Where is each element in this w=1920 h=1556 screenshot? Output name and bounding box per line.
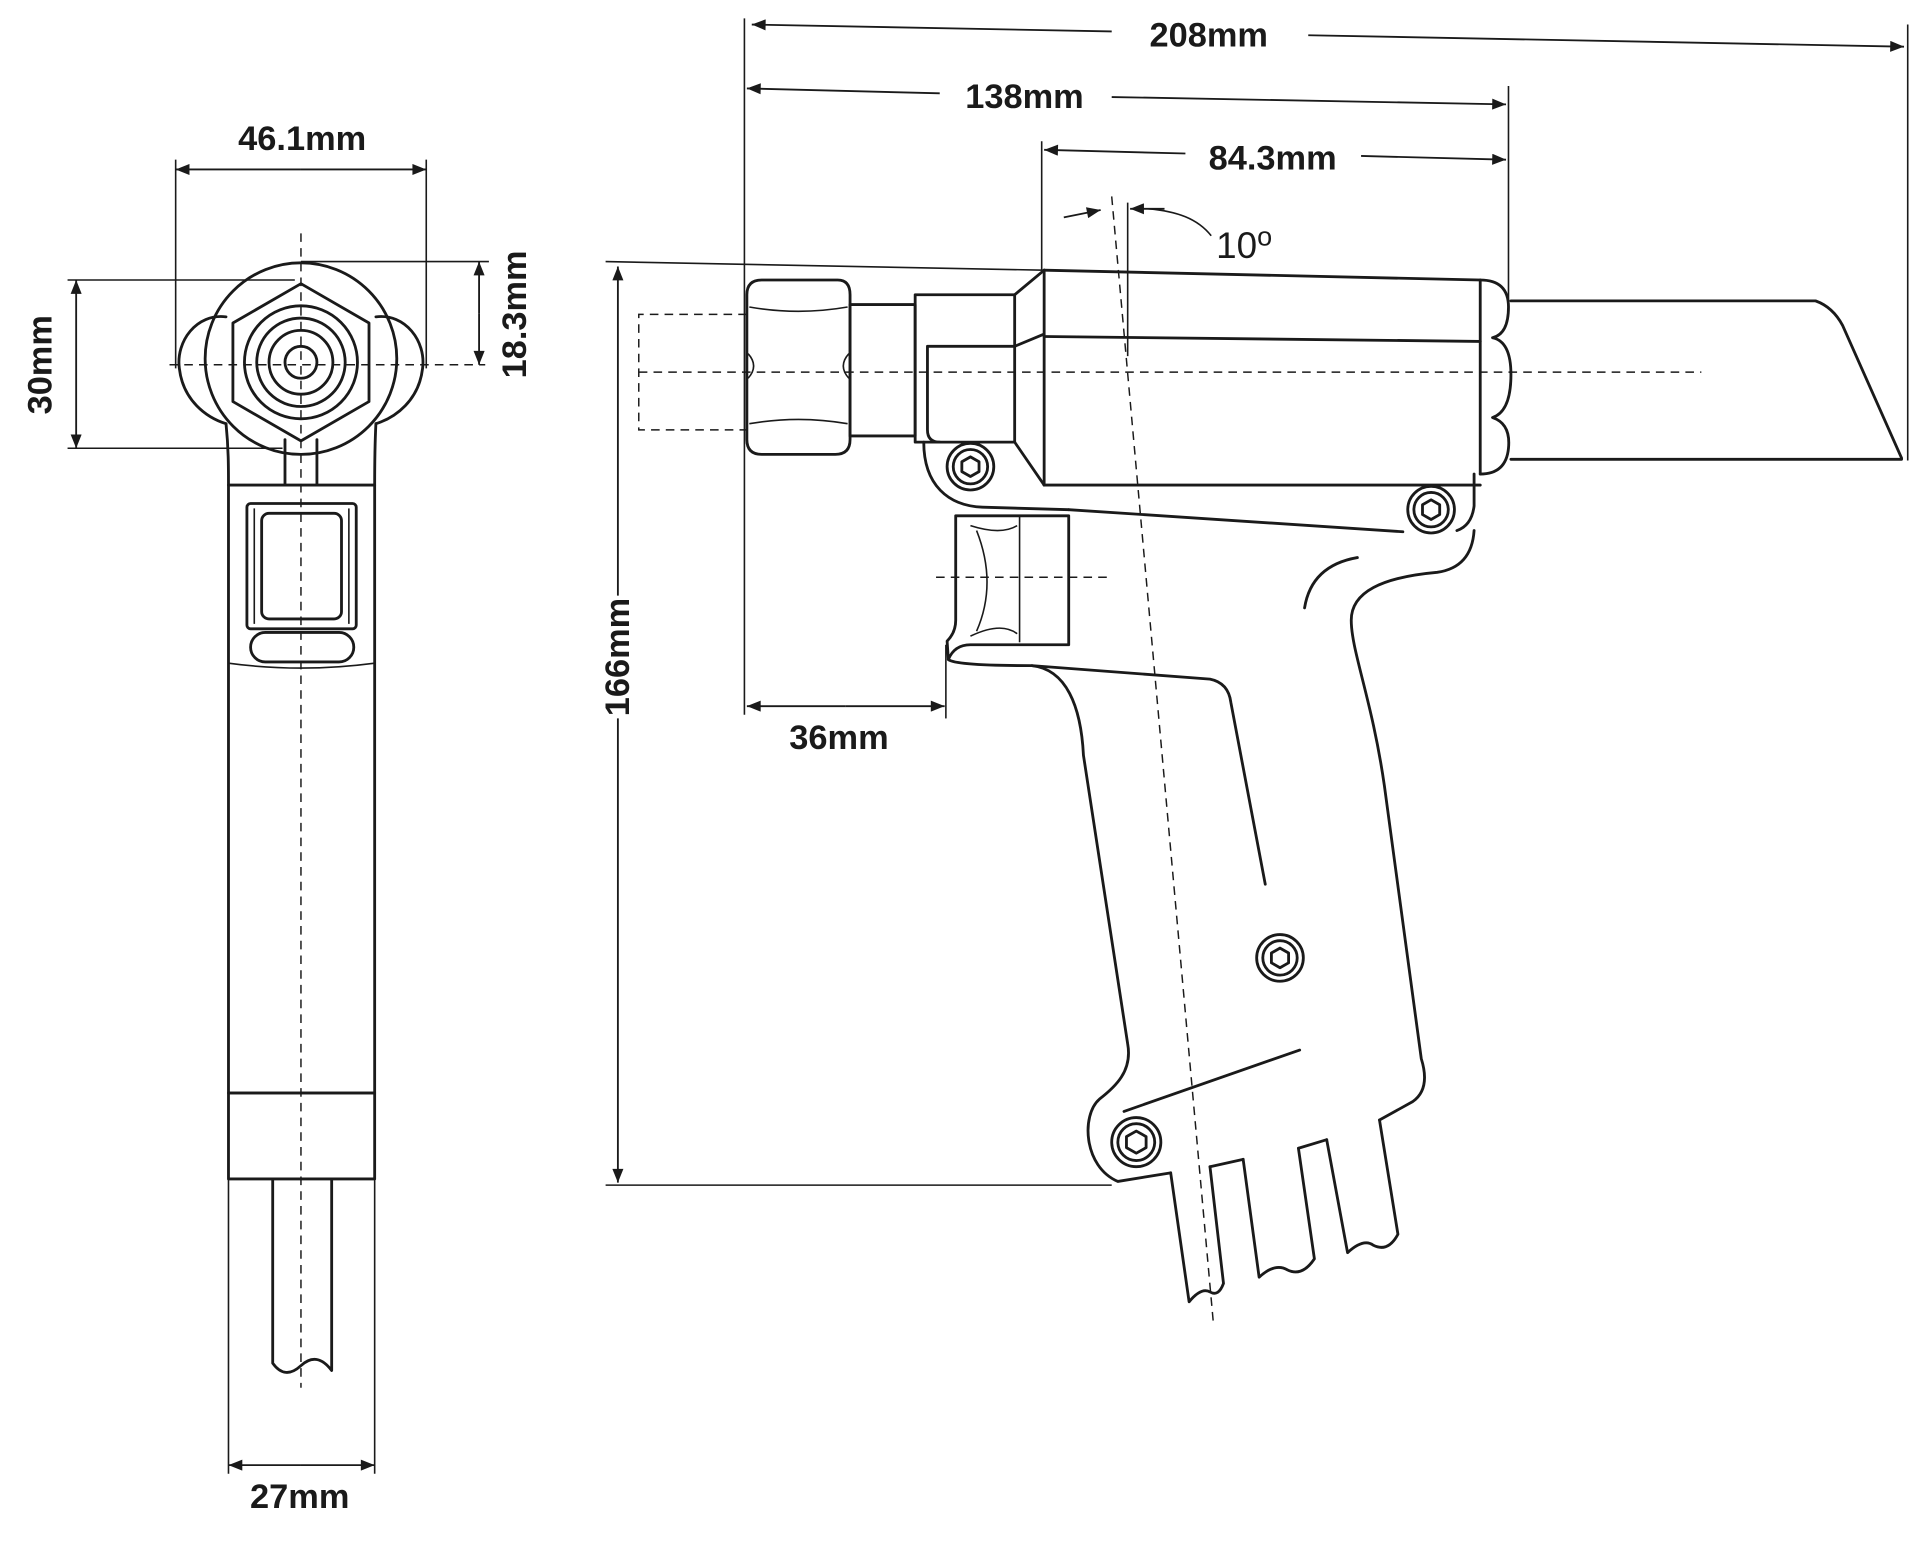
hex-socket-icon xyxy=(1125,1129,1148,1155)
label-overall-length: 208mm xyxy=(1150,17,1268,55)
label-front-to-cap: 138mm xyxy=(965,78,1083,116)
head-hex-nut xyxy=(231,282,371,443)
screw-head-outer xyxy=(1406,484,1456,535)
front-view: 46.1mm 30mm 18.3mm 27mm xyxy=(22,120,534,1516)
hex-socket-icon xyxy=(1421,498,1442,521)
trigger xyxy=(945,514,1071,661)
front-nut-face-left xyxy=(747,353,755,379)
dim-84-left-arrow xyxy=(1044,144,1186,156)
cylinder-bottom-chamfer xyxy=(1013,440,1046,487)
handle-back-inner-curve xyxy=(1303,556,1359,610)
handle-base-line xyxy=(1122,1048,1302,1113)
back-cap xyxy=(1478,278,1513,476)
handle-front-inner-line xyxy=(1030,664,1267,886)
dim-angle-left-arrow xyxy=(1063,207,1101,219)
trigger-inner-top xyxy=(970,524,1018,532)
screw-head-inner xyxy=(951,448,990,486)
nosepiece-outline xyxy=(638,313,747,431)
lower-housing-back xyxy=(1455,472,1476,532)
trigger-inner-bottom xyxy=(970,627,1018,637)
front-trigger-window-inner xyxy=(260,511,343,621)
trigger-inner-curve xyxy=(975,530,988,632)
head-bore-middle xyxy=(255,316,347,408)
front-nut-face-bottom xyxy=(749,418,848,425)
front-nut-face-right xyxy=(842,353,850,379)
hose-2 xyxy=(1241,1146,1316,1279)
label-overall-height: 166mm xyxy=(599,598,637,716)
head-to-body-right xyxy=(373,422,378,487)
screw-head-inner xyxy=(1116,1122,1157,1162)
front-nut xyxy=(745,278,852,456)
head-block-inner xyxy=(926,344,1017,444)
head-bore-inner xyxy=(267,328,335,396)
front-collar-line xyxy=(228,662,375,669)
cylinder-top-chamfer xyxy=(1013,268,1046,297)
label-front-height: 30mm xyxy=(22,315,60,414)
front-trigger-window xyxy=(245,502,358,631)
head-bore-outer xyxy=(243,304,359,421)
connector xyxy=(848,303,917,438)
front-collar-ring xyxy=(249,631,356,664)
label-body-length: 84.3mm xyxy=(1209,139,1337,177)
dim-138-left-arrow xyxy=(746,83,940,95)
screw-rear-housing xyxy=(1406,484,1456,535)
head-bore-hole xyxy=(283,344,319,380)
hex-socket-icon xyxy=(1269,946,1291,970)
screw-head-outer xyxy=(1255,933,1305,983)
label-front-nut-height: 18.3mm xyxy=(496,250,534,378)
label-front-width: 46.1mm xyxy=(238,120,366,158)
grip-angle-degree-mark: o xyxy=(1257,222,1272,252)
screw-handle-bottom xyxy=(1110,1116,1163,1169)
ext-166-top xyxy=(605,260,1045,271)
head-left-ear xyxy=(177,315,228,426)
front-end-band xyxy=(227,1091,377,1181)
screw-head-inner xyxy=(1261,939,1299,977)
dim-138-right-arrow xyxy=(1111,96,1507,110)
screw-head-outer xyxy=(1110,1116,1163,1169)
dim-84-right-arrow xyxy=(1361,153,1507,165)
screw-head-inner xyxy=(1412,491,1450,529)
head-block xyxy=(913,293,1017,444)
screw-handle-middle xyxy=(1255,933,1305,983)
cylinder-top-edge xyxy=(1042,268,1482,282)
lower-housing-front xyxy=(922,440,1071,512)
side-view: 208mm 138mm 84.3mm 10o 166mm 36mm xyxy=(599,17,1909,1327)
grip-axis-line xyxy=(1110,196,1215,1327)
angle-leader xyxy=(1148,207,1212,237)
handle-bottom-segment-1 xyxy=(1208,1157,1245,1169)
hex-socket-icon xyxy=(960,455,981,478)
handle-front-outline xyxy=(946,658,1173,1183)
label-front-grip-width: 27mm xyxy=(250,1478,349,1516)
label-grip-angle: 10o xyxy=(1216,222,1272,266)
cylinder-mid-line xyxy=(1042,335,1482,343)
cylinder-mid-chamfer xyxy=(1013,332,1046,348)
hose-3 xyxy=(1325,1118,1400,1255)
screw-front-housing xyxy=(945,441,996,492)
label-trigger-offset: 36mm xyxy=(789,719,888,757)
head-to-body-left xyxy=(224,422,230,487)
hose-1 xyxy=(1169,1165,1225,1304)
handle-bottom-segment-2 xyxy=(1297,1138,1329,1150)
lower-housing-bottom xyxy=(1067,508,1405,534)
front-hose xyxy=(271,1177,334,1374)
dim-208-left-arrow xyxy=(751,19,1112,33)
rear-tube-top xyxy=(1509,299,1903,460)
grip-angle-value: 10 xyxy=(1216,225,1257,266)
screw-head-outer xyxy=(945,441,996,492)
head-ring xyxy=(203,261,399,456)
front-nut-face-top xyxy=(749,306,848,313)
handle-back-outline xyxy=(1349,529,1476,1122)
head-right-ear xyxy=(374,315,425,426)
dim-208-right-arrow xyxy=(1308,34,1905,52)
